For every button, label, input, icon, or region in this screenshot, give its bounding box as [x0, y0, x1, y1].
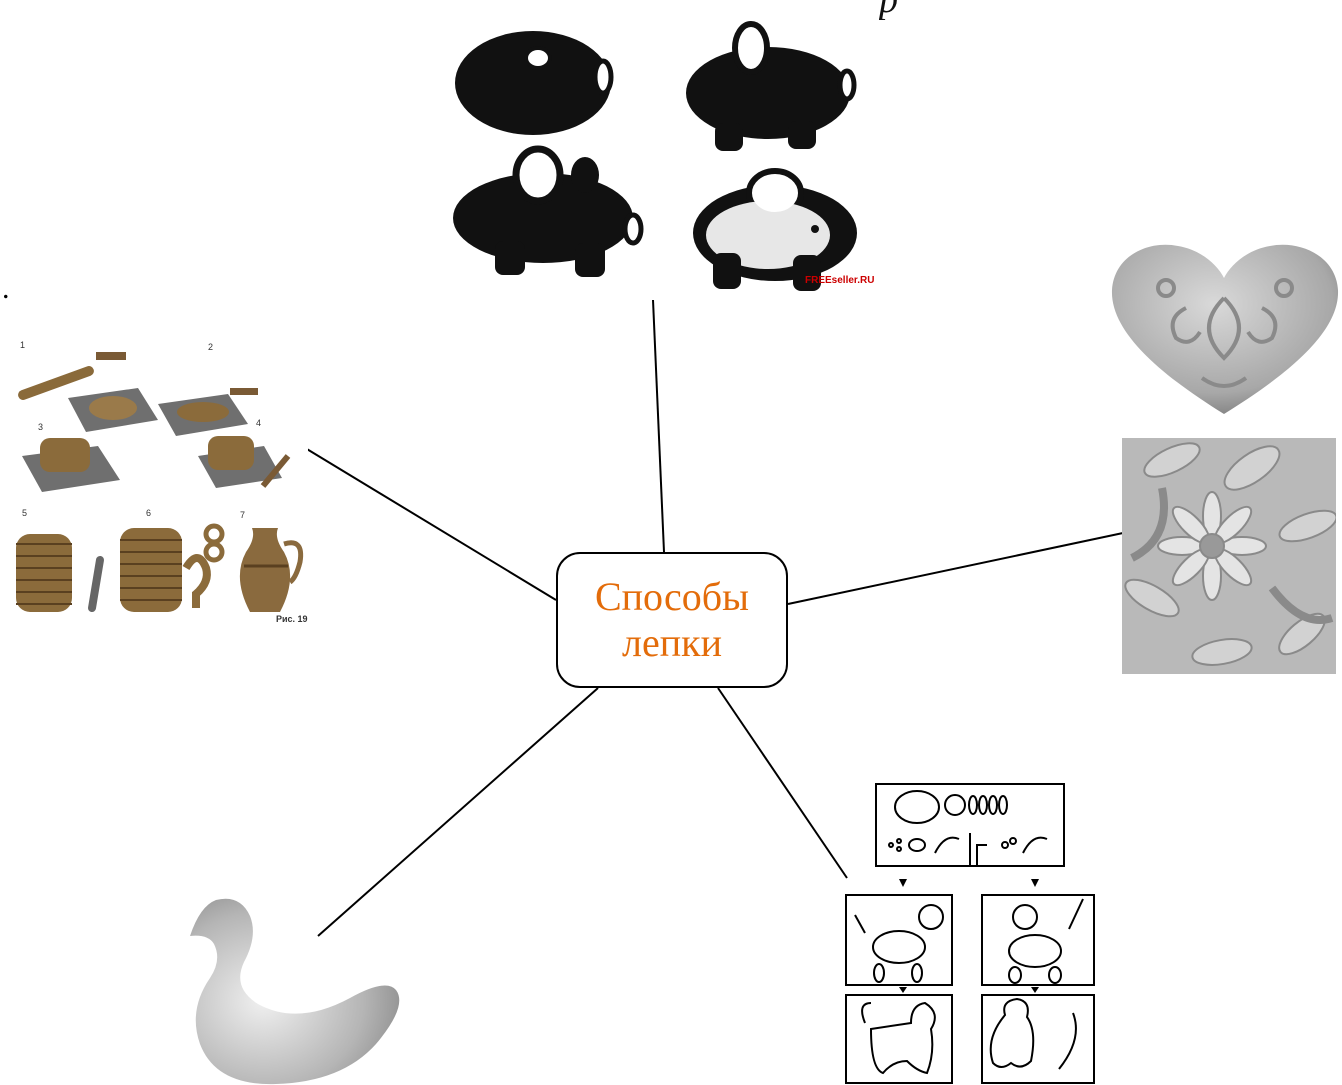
- scheme-panel-1: [846, 895, 952, 985]
- step-label-7: 7: [240, 510, 245, 520]
- connector-top: [653, 300, 664, 552]
- connector-left: [292, 440, 556, 600]
- connector-bottom-right: [718, 688, 847, 878]
- scheme-panel-2: [982, 895, 1094, 985]
- connector-right: [788, 533, 1123, 604]
- pig-watermark: FREEseller.RU: [805, 275, 874, 286]
- flower-relief-photo: [1122, 438, 1336, 674]
- scheme-panel-4: [982, 995, 1094, 1083]
- figure-caption: Рис. 19: [276, 614, 308, 624]
- clay-bird-figure: [186, 892, 406, 1085]
- step-label-5: 5: [22, 508, 27, 518]
- animal-modeling-scheme: [845, 783, 1097, 1085]
- step-label-3: 3: [38, 422, 43, 432]
- clay-heart-relief-photo: [1106, 238, 1342, 420]
- step-label-6: 6: [146, 508, 151, 518]
- step-label-4: 4: [256, 418, 261, 428]
- pig-figurines-illustration: FREEseller.RU: [443, 3, 879, 299]
- step-label-1: 1: [20, 340, 25, 350]
- center-node: Способы лепки: [556, 552, 788, 688]
- step-label-2: 2: [208, 342, 213, 352]
- left-dot: .: [2, 272, 10, 306]
- center-label-line1: Способы: [595, 574, 749, 620]
- center-label-line2: лепки: [622, 620, 722, 666]
- coil-pottery-steps-illustration: 1 2 3 4 5 6 7 Рис. 19: [8, 338, 308, 630]
